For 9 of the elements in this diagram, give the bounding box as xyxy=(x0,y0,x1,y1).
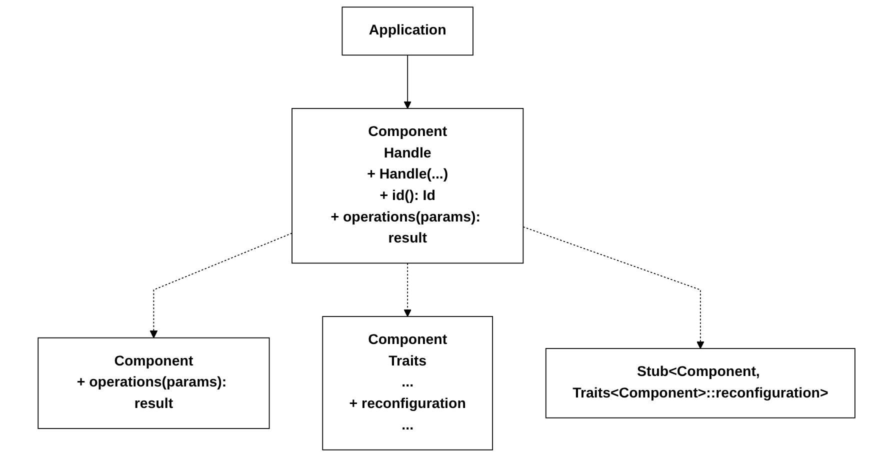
node-box: Component Traits ... + reconfiguration ... xyxy=(322,316,493,450)
arrow xyxy=(150,232,292,338)
node-box: Component Handle + Handle(...) + id(): Id + operations(params): result xyxy=(292,108,524,264)
node-box: Application xyxy=(342,6,474,56)
arrow xyxy=(522,226,704,349)
node-box: Stub<Component, Traits<Component>::reconfiguration> xyxy=(545,348,856,418)
arrow xyxy=(404,54,412,109)
arrow xyxy=(404,262,412,317)
node-box: Component + operations(params): result xyxy=(38,337,270,429)
